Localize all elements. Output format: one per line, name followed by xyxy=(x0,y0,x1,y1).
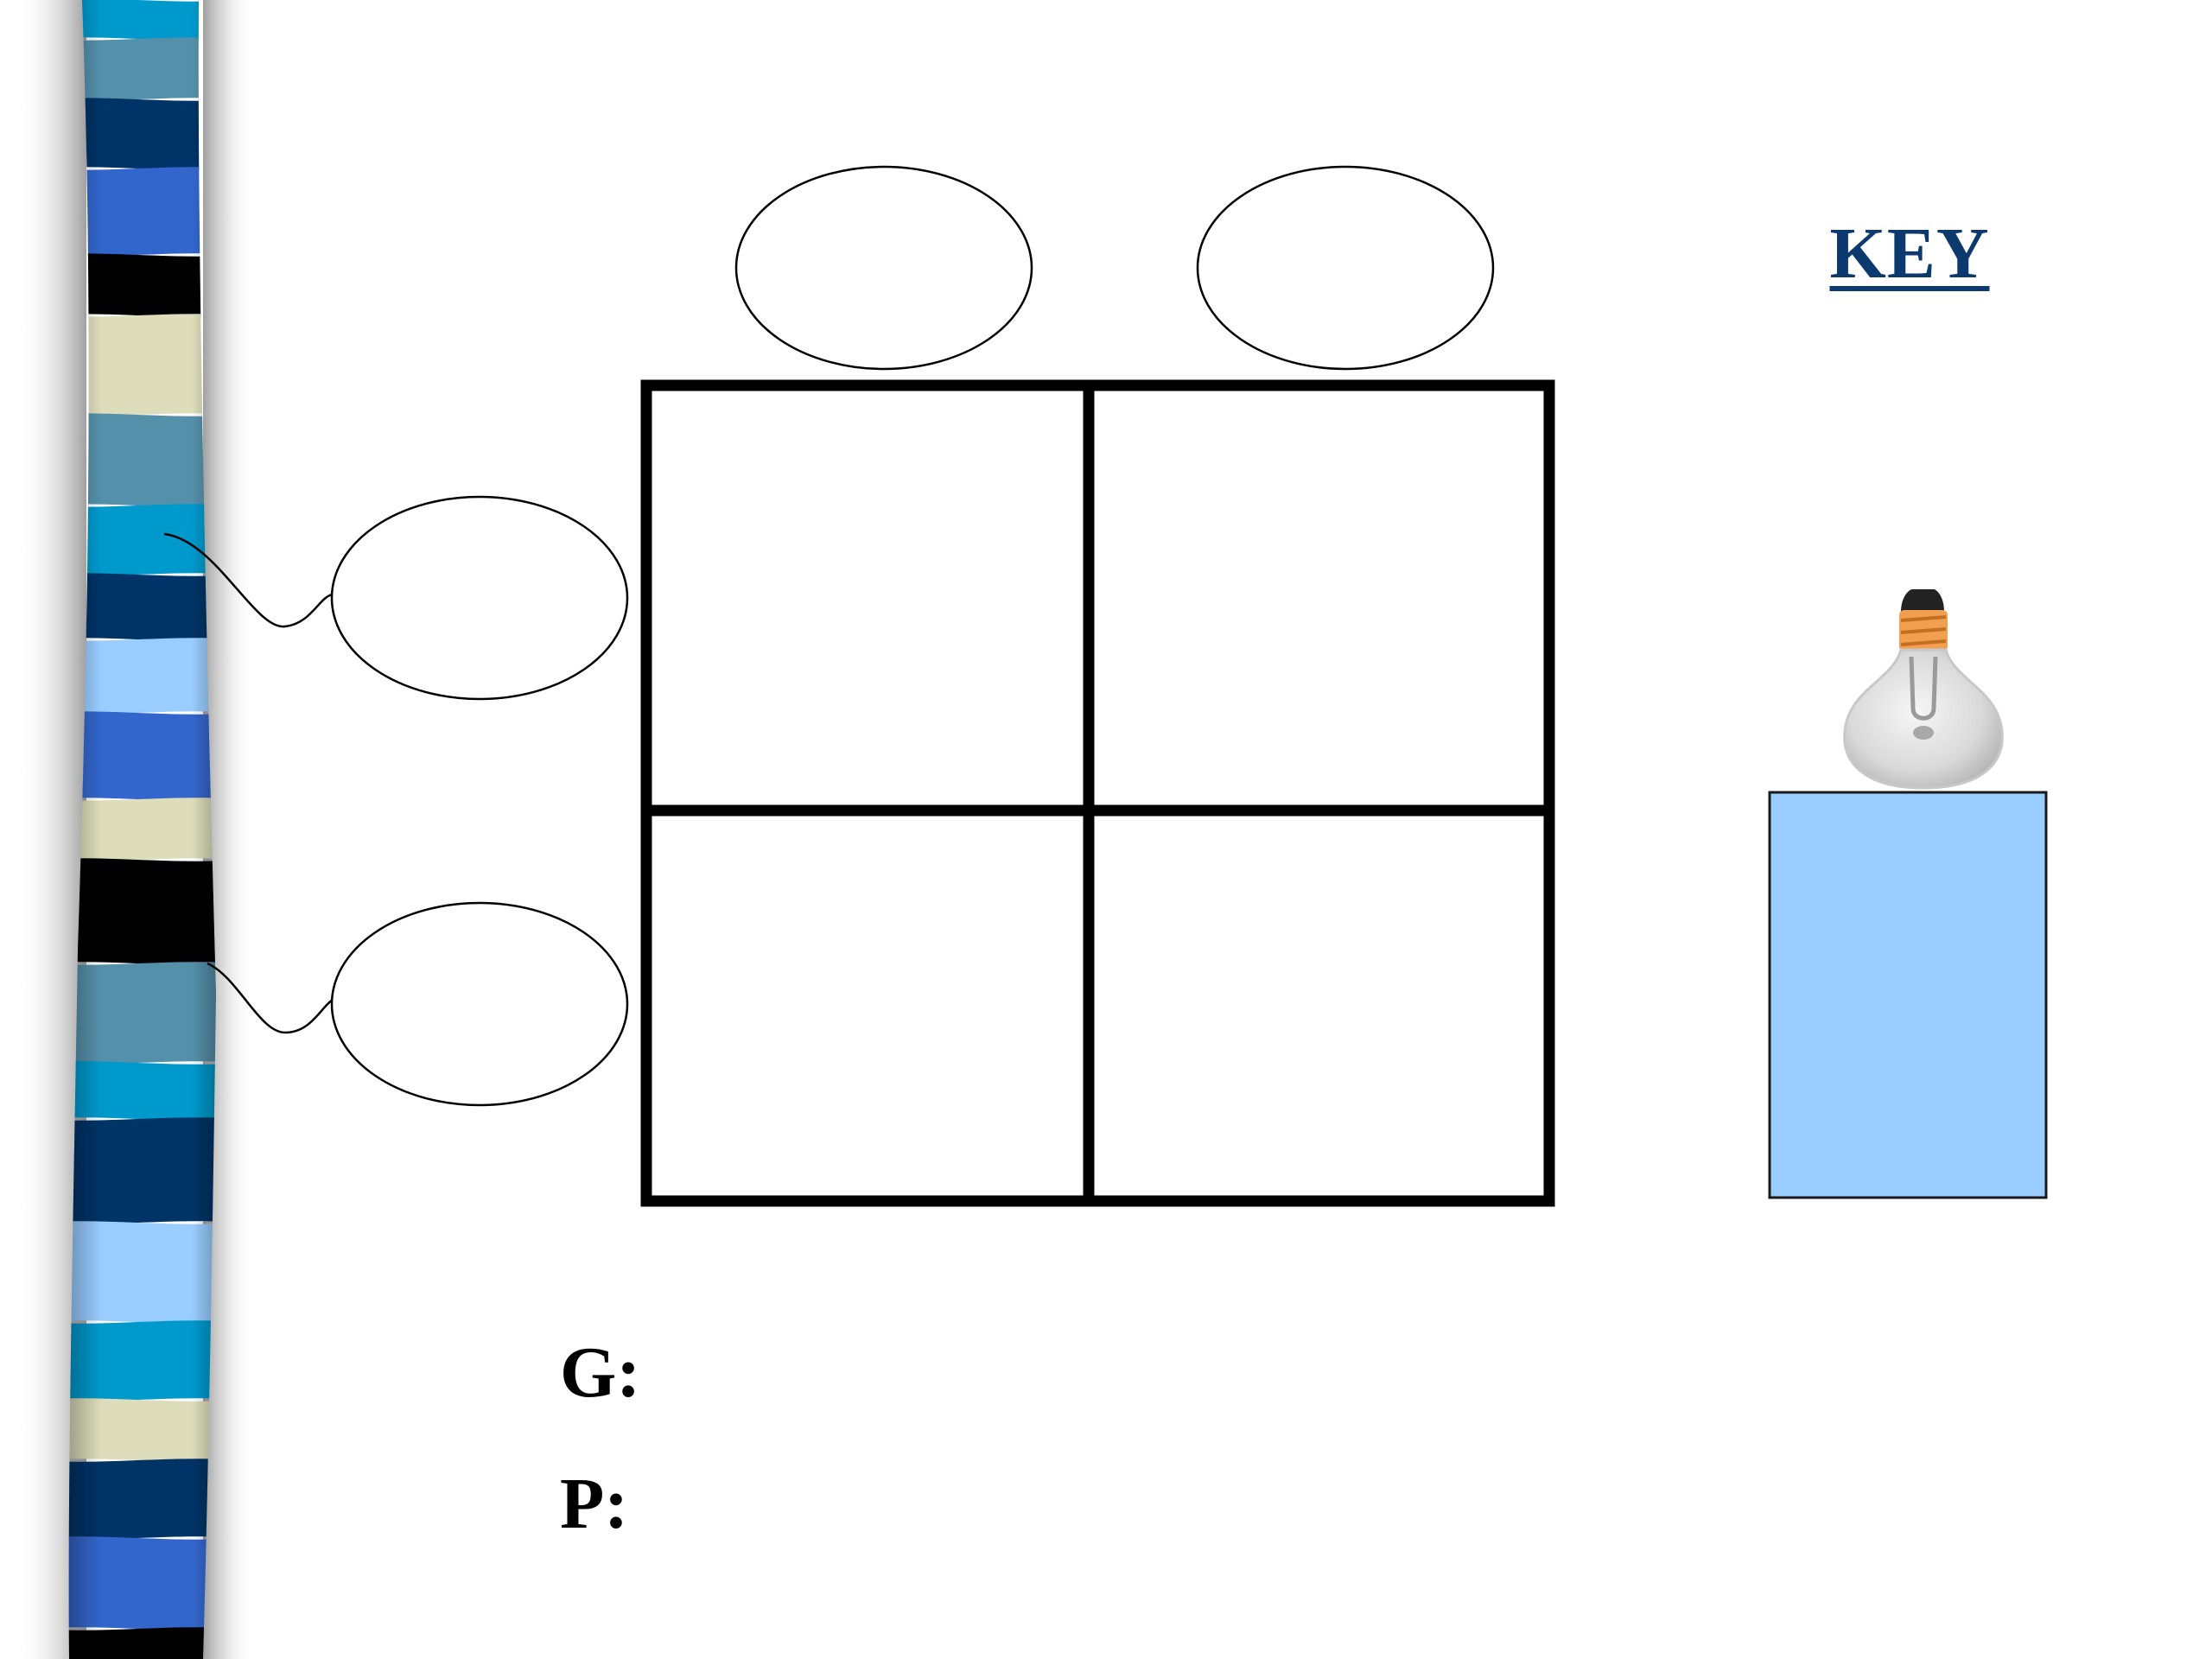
allele-oval-top-right[interactable] xyxy=(1196,165,1495,371)
phenotype-label: P: xyxy=(560,1464,629,1544)
punnett-cell-top-left[interactable] xyxy=(646,385,1089,810)
allele-oval-left-bottom[interactable] xyxy=(330,901,629,1107)
punnett-cell-top-right[interactable] xyxy=(1089,385,1549,810)
connector-curve-top xyxy=(163,532,334,628)
allele-oval-top-left[interactable] xyxy=(734,165,1033,371)
connector-curve-bottom xyxy=(207,962,334,1034)
punnett-outer-border xyxy=(640,379,1555,1207)
key-box[interactable] xyxy=(1768,791,2048,1199)
lightbulb-icon xyxy=(1843,589,2004,790)
genotype-label: G: xyxy=(560,1332,641,1413)
punnett-cell-bottom-right[interactable] xyxy=(1089,810,1549,1201)
decorative-striped-band xyxy=(17,0,255,1659)
punnett-cell-bottom-left[interactable] xyxy=(646,810,1089,1201)
key-title: KEY xyxy=(1829,213,1990,294)
punnett-square xyxy=(640,379,1555,1207)
allele-oval-left-top[interactable] xyxy=(330,495,629,701)
